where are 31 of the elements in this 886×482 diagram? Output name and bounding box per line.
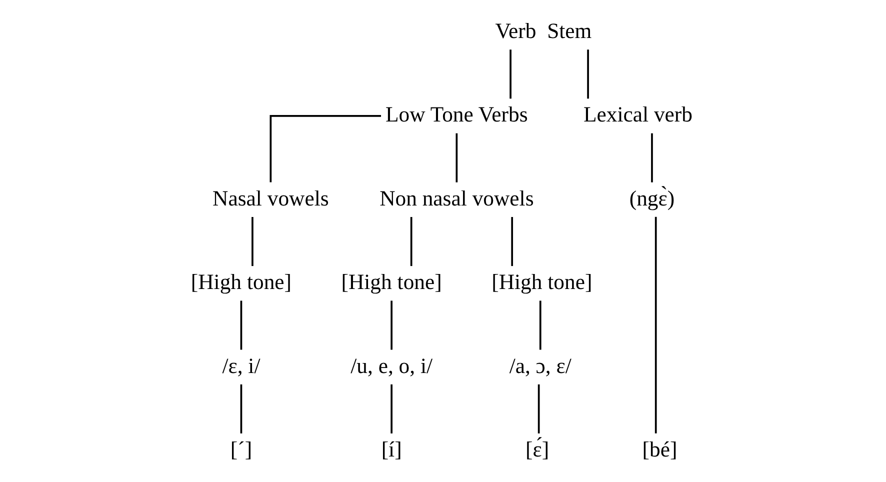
node-text: Nasal vowels (212, 186, 328, 210)
connector (390, 300, 392, 350)
node-text: Lexical verb (583, 102, 692, 126)
connector (251, 216, 253, 266)
node-text: Verb Stem (494, 18, 592, 42)
node-text: /a, ɔ, ɛ/ (508, 353, 571, 378)
connector (650, 132, 652, 182)
node-text: /u, e, o, i/ (350, 353, 432, 378)
node-text: Non nasal vowels (379, 186, 534, 210)
node-text: [í] (380, 436, 402, 461)
connector (269, 114, 381, 182)
connector (240, 384, 242, 433)
node-text: [High tone] (491, 270, 592, 294)
connector (410, 216, 412, 266)
connector (390, 384, 392, 433)
connector (654, 216, 656, 433)
node-text: [´] (230, 436, 252, 461)
node-text: /ɛ, i/ (222, 353, 260, 378)
node-text: [bé] (642, 436, 677, 461)
node-text: Low Tone Verbs (385, 102, 528, 126)
node-text: [High tone] (190, 270, 292, 294)
node-text: [ɛ́] (524, 436, 549, 461)
node-text: (ngɛ̀) (628, 186, 674, 210)
connector (510, 216, 513, 266)
connector (509, 49, 511, 98)
connector (240, 300, 242, 350)
connector (537, 384, 540, 433)
node-text: [High tone] (340, 270, 442, 294)
connector (586, 49, 588, 98)
connector (538, 300, 541, 350)
connector (455, 132, 458, 182)
